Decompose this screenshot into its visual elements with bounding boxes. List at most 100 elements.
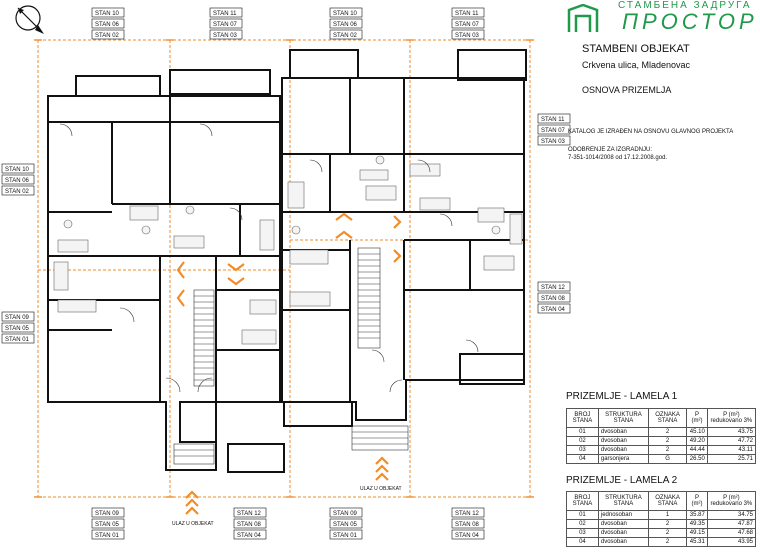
stan-label: STAN 04 [237,533,262,539]
stan-label-box [91,7,125,18]
lamela-1-walls [47,69,285,473]
table-cell: 34.75 [706,510,757,520]
stan-label-box [91,518,125,529]
stan-label: STAN 07 [455,22,480,28]
entrance-label-left: ULAZ U OBJEKAT [172,521,214,527]
stan-label-box [1,163,35,174]
stan-label-box [209,18,243,29]
stan-label-box [1,322,35,333]
lamela-1-header-1: STRUKTURA STANA [597,408,650,428]
doors [59,123,479,393]
lamela-2-title: PRIZEMLJE - LAMELA 2 [566,475,678,486]
address: Crkvena ulica, Mladenovac [582,60,691,70]
lamela-1-title: PRIZEMLJE - LAMELA 1 [566,391,678,402]
lamela-2-header-2: OZNAKA STANA [647,491,688,511]
stan-label-box [329,7,363,18]
table-cell: 47.87 [706,519,757,529]
stan-label-box [537,113,571,124]
table-cell: 26.50 [686,454,708,464]
page-title: STAMBENI OBJEKAT [582,43,690,55]
plan-name: OSNOVA PRIZEMLJA [582,85,672,95]
table-cell: dvosoban [597,528,650,538]
table-cell: 1 [647,510,688,520]
table-cell: 02 [566,519,599,529]
stan-label: STAN 03 [541,139,566,145]
entrance-arrows-icon [176,212,402,515]
stan-label: STAN 06 [5,178,30,184]
stan-label: STAN 09 [333,511,358,517]
table-cell: 2 [647,537,688,547]
stan-label-box [451,507,485,518]
stan-label: STAN 12 [455,511,480,517]
table-cell: 2 [647,445,688,455]
stan-label: STAN 08 [237,522,262,528]
stan-label: STAN 02 [95,33,120,39]
catalog-note: KATALOG JE IZRAĐEN NA OSNOVU GLAVNOG PRO… [568,129,734,135]
table-cell: garsonjera [597,454,650,464]
stan-label: STAN 04 [455,533,480,539]
stan-label: STAN 10 [333,11,358,17]
stan-label: STAN 02 [333,33,358,39]
table-cell: 25.71 [706,454,757,464]
stan-label-box [329,529,363,540]
stan-label: STAN 05 [333,522,358,528]
stan-label-box [329,29,363,40]
stan-label-box [451,529,485,540]
table-cell: 04 [566,454,599,464]
stan-label-box [1,185,35,196]
stan-label: STAN 05 [95,522,120,528]
stan-label-box [209,7,243,18]
stan-label: STAN 10 [95,11,120,17]
stan-label: STAN 09 [95,511,120,517]
stan-label-box [537,124,571,135]
stan-label: STAN 06 [333,22,358,28]
stan-label-box [329,18,363,29]
stan-label: STAN 02 [5,189,30,195]
stan-label-box [537,303,571,314]
table-cell: 45.10 [686,427,708,437]
table-cell: 44.44 [686,445,708,455]
stan-label-box [329,507,363,518]
stan-label: STAN 08 [541,296,566,302]
stan-label-box [233,507,267,518]
table-cell: 35.87 [686,510,708,520]
stan-label: STAN 11 [455,11,479,17]
table-cell: 03 [566,528,599,538]
stan-label: STAN 01 [95,533,120,539]
table-cell: jednosoban [597,510,650,520]
stan-label-box [91,507,125,518]
lamela-2-header-3: P (m²) [686,491,708,511]
table-cell: 2 [647,519,688,529]
table-cell: 01 [566,510,599,520]
table-cell: dvosoban [597,436,650,446]
table-cell: 2 [647,528,688,538]
table-cell: dvosoban [597,519,650,529]
table-cell: 04 [566,537,599,547]
stan-label-box [209,29,243,40]
brand-logo-icon [567,4,599,32]
brand-name: ПРОСТОР [622,9,758,34]
table-cell: 03 [566,445,599,455]
stan-label: STAN 06 [95,22,120,28]
table-cell: 2 [647,427,688,437]
lamela-2-header-4: P (m²) redukovano 3% [706,491,757,511]
stan-label: STAN 05 [5,326,30,332]
stan-label: STAN 09 [5,315,30,321]
stan-label-box [1,333,35,344]
